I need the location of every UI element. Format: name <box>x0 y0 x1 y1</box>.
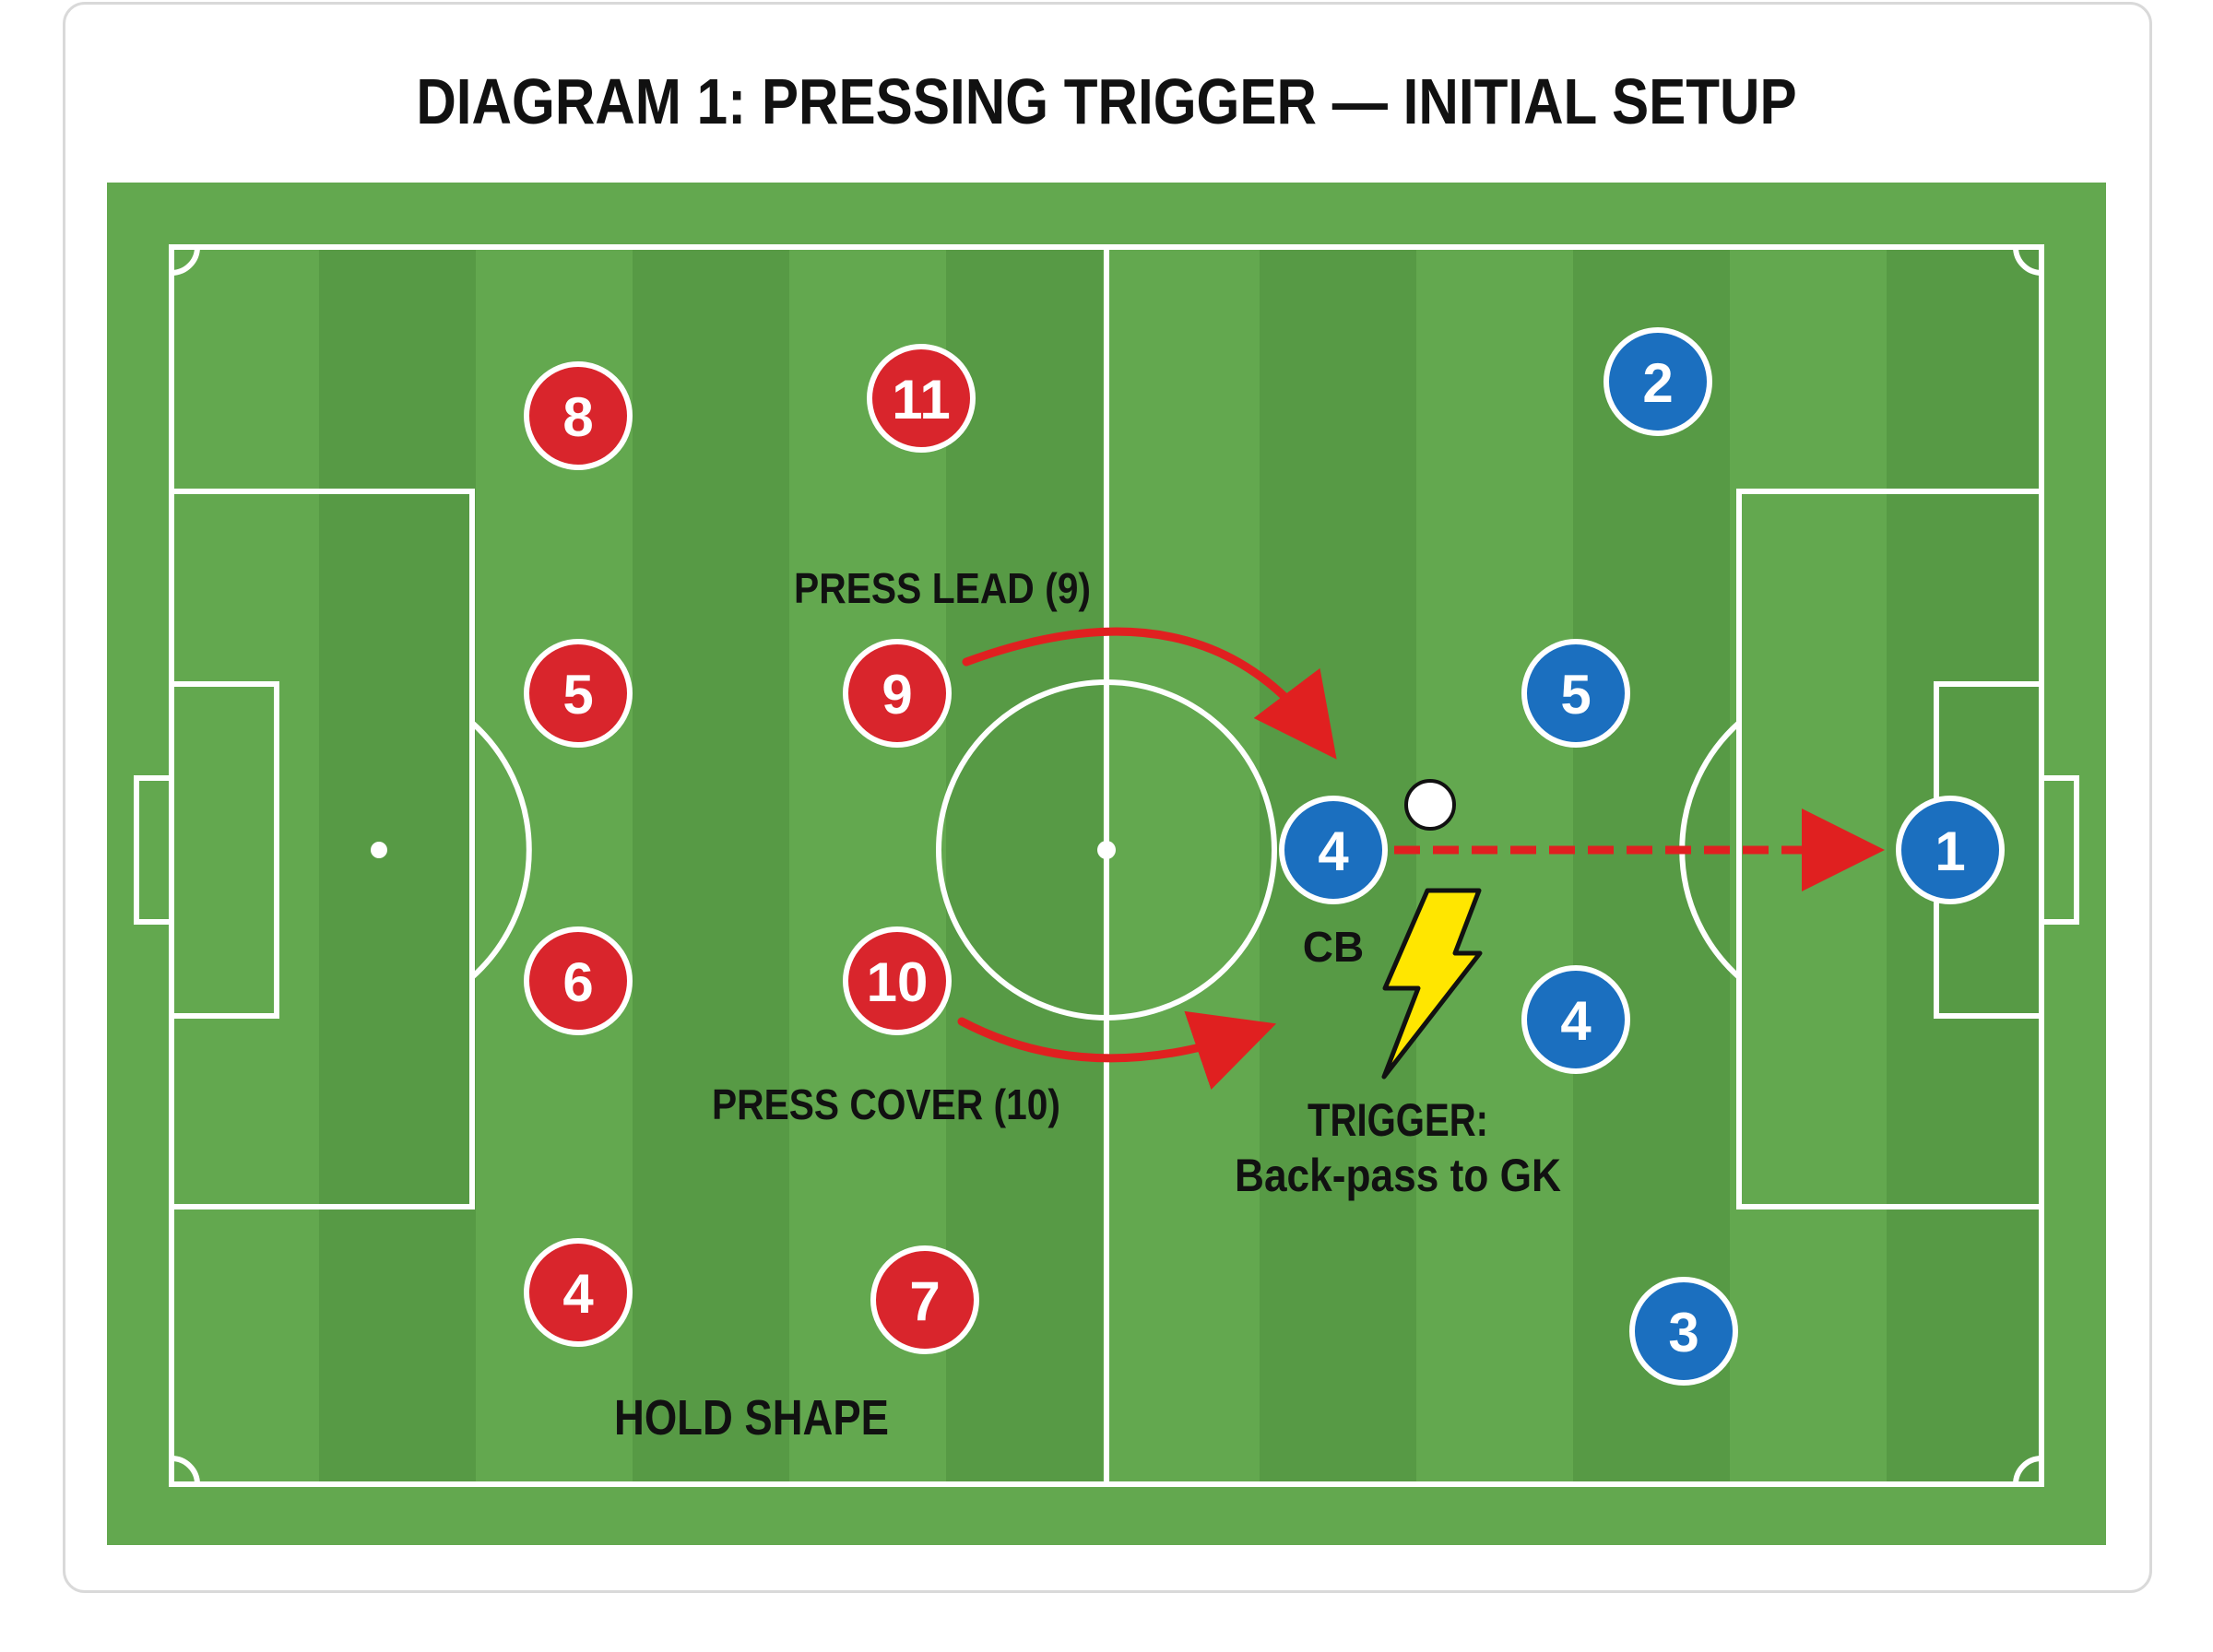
player-number: 1 <box>1935 820 1965 882</box>
red-player: 4 <box>524 1238 633 1347</box>
blue-player: 2 <box>1604 327 1712 436</box>
corner-arc-tl <box>171 246 200 276</box>
blue-player: 3 <box>1629 1277 1738 1386</box>
blue-player: 1 <box>1896 796 2005 904</box>
player-number: 8 <box>562 386 593 448</box>
player-number: 5 <box>562 664 593 726</box>
press-cover-arrow <box>957 1010 1277 1091</box>
center-spot <box>1097 841 1116 859</box>
player-number: 10 <box>867 951 929 1013</box>
right-goal <box>2039 775 2079 925</box>
diagram-title: DIAGRAM 1: PRESSING TRIGGER — INITIAL SE… <box>416 65 1797 137</box>
left-penalty-arc <box>470 720 532 980</box>
red-player: 5 <box>524 639 633 748</box>
hold-shape-label: HOLD SHAPE <box>614 1390 889 1446</box>
red-player: 9 <box>843 639 952 748</box>
corner-arc-bl <box>171 1456 200 1485</box>
player-number: 2 <box>1642 352 1673 414</box>
left-penalty-spot <box>371 842 387 858</box>
blue-player: 4 <box>1521 965 1630 1074</box>
trigger-label: TRIGGER: <box>1308 1094 1488 1146</box>
press-lead-label: PRESS LEAD (9) <box>794 564 1091 612</box>
red-player: 10 <box>843 926 952 1035</box>
player-number: 4 <box>1560 990 1592 1052</box>
player-number: 4 <box>1318 820 1349 882</box>
red-player: 11 <box>867 344 976 453</box>
player-number: 6 <box>562 951 593 1013</box>
center-circle <box>936 679 1277 1021</box>
player-number: 4 <box>562 1263 594 1325</box>
cb-label: CB <box>1303 923 1364 971</box>
player-number: 5 <box>1560 664 1591 726</box>
player-number: 11 <box>892 369 950 431</box>
corner-arc-tr <box>2013 246 2042 276</box>
blue-player: 5 <box>1521 639 1630 748</box>
player-number: 7 <box>909 1270 940 1332</box>
red-player: 6 <box>524 926 633 1035</box>
press-cover-label: PRESS COVER (10) <box>712 1080 1060 1128</box>
red-player: 8 <box>524 361 633 470</box>
trigger-description: Back-pass to GK <box>1235 1150 1561 1201</box>
pitch-stripes <box>319 249 2043 1484</box>
pitch-markings <box>134 244 2079 1487</box>
left-goal <box>134 775 174 925</box>
ball-icon <box>1404 779 1456 831</box>
player-number: 9 <box>882 664 912 726</box>
red-player: 7 <box>870 1245 979 1354</box>
lightning-bolt-icon <box>1381 888 1483 1080</box>
corner-arc-br <box>2013 1456 2042 1485</box>
blue-player: 4 <box>1279 796 1388 904</box>
player-number: 3 <box>1668 1302 1698 1363</box>
press-lead-arrow <box>962 627 1337 760</box>
